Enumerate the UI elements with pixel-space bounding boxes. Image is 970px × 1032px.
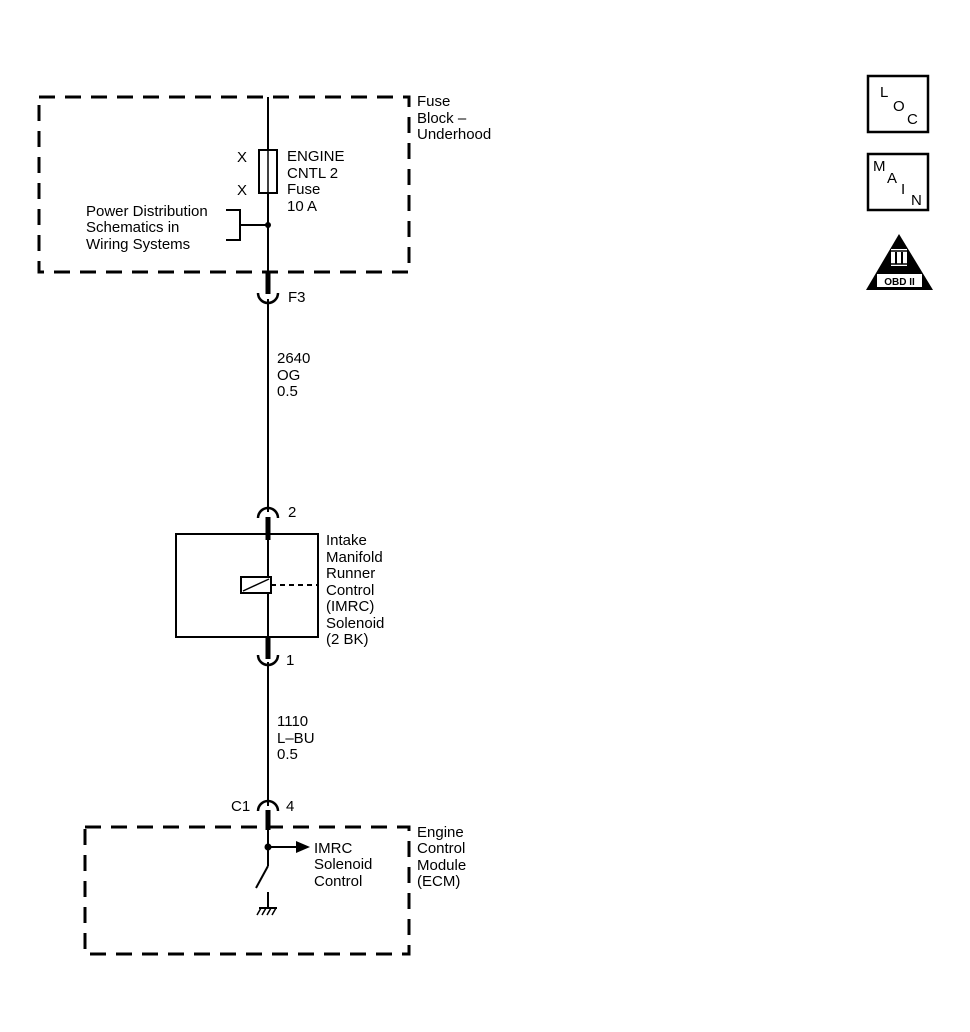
power-dist-line: Schematics in: [86, 219, 179, 236]
main-letter: A: [887, 170, 897, 187]
main-badge[interactable]: M A I N: [866, 152, 930, 212]
main-letter: I: [901, 181, 905, 198]
wire-label-line: 2640: [277, 350, 310, 367]
ecm-label-line: Control: [417, 840, 465, 857]
signal-arrow-icon: [268, 841, 310, 853]
imrc-label-line: (2 BK): [326, 631, 369, 648]
imrc-label-line: Manifold: [326, 549, 383, 566]
ecm-boundary: [83, 825, 411, 956]
fuse-block-label: Fuse Block – Underhood: [417, 93, 491, 143]
ecm-label: Engine Control Module (ECM): [417, 824, 466, 890]
wire-label-line: 0.5: [277, 383, 298, 400]
ecm-signal-label: IMRC Solenoid Control: [314, 840, 372, 890]
obd-ii-label: OBD II: [884, 277, 915, 288]
loc-letter: C: [907, 111, 918, 128]
ecm-label-line: (ECM): [417, 873, 460, 890]
main-letter: N: [911, 192, 922, 209]
wire-2640-label: 2640 OG 0.5: [277, 350, 310, 400]
fuse-label-line: CNTL 2: [287, 165, 338, 182]
imrc-label-line: Intake: [326, 532, 367, 549]
x-mark: X: [237, 182, 247, 199]
imrc-label-line: Solenoid: [326, 615, 384, 632]
ecm-signal-line: Control: [314, 873, 362, 890]
fuse-block-boundary: [37, 95, 411, 274]
imrc-label-line: Runner: [326, 565, 375, 582]
fuse-block-label-line: Underhood: [417, 126, 491, 143]
fuse-block-label-line: Block –: [417, 110, 467, 127]
imrc-label-line: Control: [326, 582, 374, 599]
power-dist-line: Wiring Systems: [86, 236, 190, 253]
splice-dot: [265, 222, 271, 228]
loc-letter: O: [893, 98, 905, 115]
fuse-label: ENGINE CNTL 2 Fuse 10 A: [287, 148, 345, 215]
fuse-label-line: Fuse: [287, 181, 320, 198]
loc-letter: L: [880, 84, 888, 101]
wire-label-line: 0.5: [277, 746, 298, 763]
wire-label-line: OG: [277, 367, 300, 384]
imrc-solenoid-label: Intake Manifold Runner Control (IMRC) So…: [326, 532, 384, 648]
ecm-signal-line: IMRC: [314, 840, 352, 857]
obd-ii-badge[interactable]: OBD II: [866, 234, 933, 290]
main-letter: M: [873, 158, 886, 175]
x-mark: X: [237, 149, 247, 166]
ecm-label-line: Module: [417, 857, 466, 874]
connector-imrc-pin1-label: 1: [286, 652, 294, 669]
ecm-signal-line: Solenoid: [314, 856, 372, 873]
fuse-label-line: ENGINE: [287, 148, 345, 165]
solenoid-coil-icon: [240, 576, 272, 594]
connector-imrc-pin2-symbol[interactable]: [256, 506, 280, 519]
connector-ecm-c1-label: C1: [231, 798, 250, 815]
power-dist-line: Power Distribution: [86, 203, 208, 220]
ground-icon: [256, 907, 277, 916]
driver-switch-icon: [255, 865, 269, 889]
wire-label-line: L–BU: [277, 730, 315, 747]
ecm-label-line: Engine: [417, 824, 464, 841]
power-distribution-reference[interactable]: Power Distribution Schematics in Wiring …: [86, 203, 271, 253]
loc-badge[interactable]: L O C: [866, 74, 930, 134]
connector-ecm-c1-symbol[interactable]: [256, 799, 280, 812]
wire-label-line: 1110: [277, 713, 308, 730]
imrc-label-line: (IMRC): [326, 598, 374, 615]
connector-ecm-pin-label: 4: [286, 798, 294, 815]
wire-1110-label: 1110 L–BU 0.5: [277, 713, 315, 763]
fuse-block-label-line: Fuse: [417, 93, 450, 110]
fuse-label-line: 10 A: [287, 198, 317, 215]
connector-imrc-pin2-label: 2: [288, 504, 296, 521]
connector-f3-label: F3: [288, 289, 306, 306]
power-dist-bracket: [226, 209, 268, 241]
